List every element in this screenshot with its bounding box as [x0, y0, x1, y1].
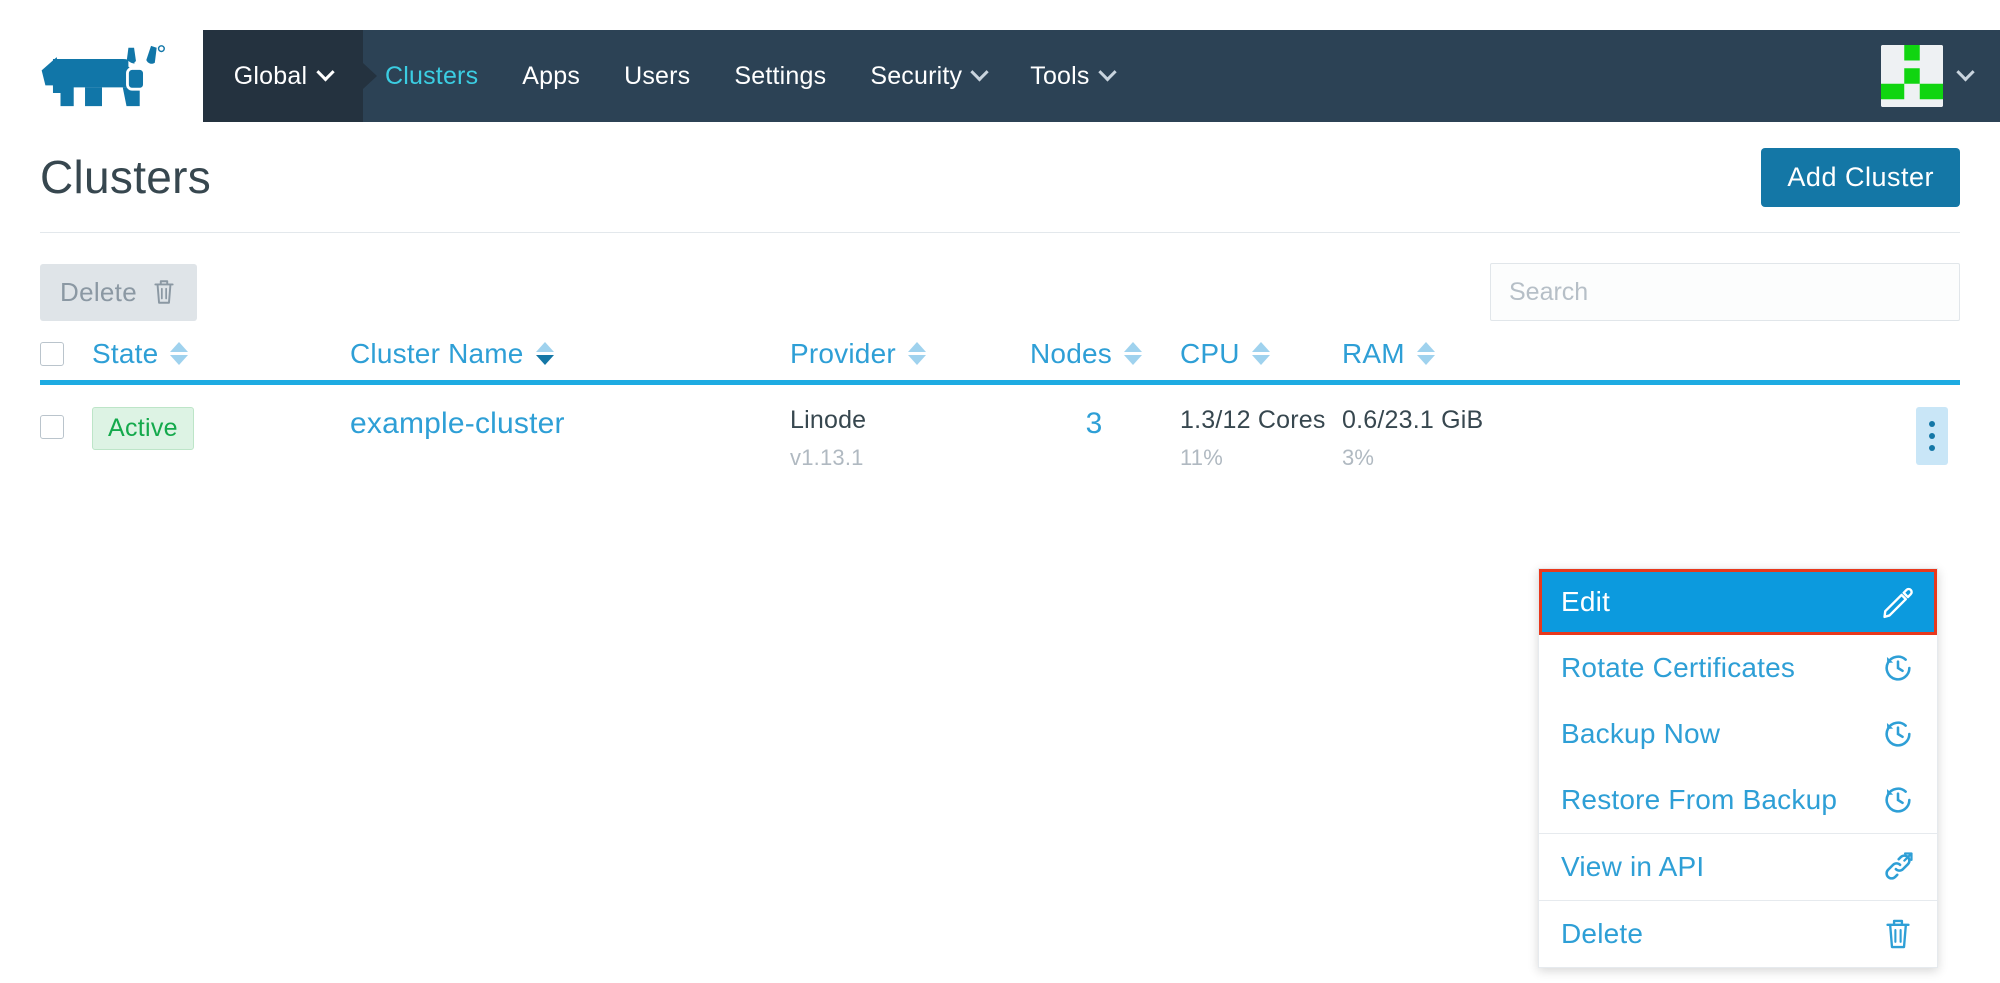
chevron-down-icon — [1097, 62, 1117, 81]
external-link-icon — [1885, 852, 1913, 880]
user-menu[interactable] — [1865, 30, 2000, 122]
menu-item-label: Delete — [1561, 918, 1644, 949]
trash-icon — [154, 280, 174, 304]
cpu-percent: 11% — [1180, 445, 1223, 471]
column-label: RAM — [1342, 337, 1405, 369]
menu-item-backup-now[interactable]: Backup Now — [1539, 701, 1937, 767]
menu-item-label: Edit — [1561, 586, 1611, 617]
menu-item-restore-from-backup[interactable]: Restore From Backup — [1539, 767, 1937, 833]
cell-cpu: 1.3/12 Cores 11% — [1180, 407, 1342, 471]
column-header-nodes[interactable]: Nodes — [1030, 338, 1180, 370]
select-all-checkbox[interactable] — [40, 341, 64, 366]
chevron-down-icon — [970, 62, 989, 81]
cell-cluster-name: example-cluster — [350, 407, 790, 441]
table-row: Active example-cluster Linode v1.13.1 3 … — [40, 385, 1960, 471]
page-content: Clusters Add Cluster Delete State Cluste — [0, 122, 2000, 471]
nav-item-label: Apps — [522, 61, 581, 90]
provider-name: Linode — [790, 406, 867, 434]
column-label: Nodes — [1030, 337, 1112, 369]
column-label: CPU — [1180, 337, 1240, 369]
page-title: Clusters — [40, 151, 212, 203]
menu-item-label: Restore From Backup — [1561, 784, 1838, 815]
global-context-label: Global — [233, 61, 308, 90]
trash-icon — [1886, 919, 1910, 949]
sort-toggle-icon[interactable] — [535, 342, 554, 365]
status-badge: Active — [92, 407, 194, 450]
nav-item-tools[interactable]: Tools — [1008, 30, 1135, 122]
row-actions-dropdown: Edit Rotate Certificates Backup Now Rest… — [1538, 568, 1938, 968]
row-select-cell — [40, 407, 92, 439]
clock-rotate-icon — [1885, 787, 1911, 813]
sort-toggle-icon[interactable] — [1251, 342, 1270, 365]
rancher-rhino-logo — [41, 45, 165, 107]
global-context-selector[interactable]: Global — [203, 30, 363, 122]
menu-item-label: Rotate Certificates — [1561, 652, 1796, 683]
avatar — [1881, 45, 1943, 107]
column-header-cluster-name[interactable]: Cluster Name — [350, 338, 790, 370]
brand-logo[interactable] — [0, 30, 203, 122]
select-all-cell — [40, 341, 92, 366]
cell-nodes: 3 — [1030, 407, 1180, 441]
menu-item-view-in-api[interactable]: View in API — [1539, 834, 1937, 900]
nav-item-label: Tools — [1030, 61, 1090, 90]
nav-notch-arrow — [363, 63, 377, 89]
nav-item-label: Settings — [734, 61, 827, 90]
chevron-down-icon — [1956, 62, 1975, 81]
column-label: Cluster Name — [350, 337, 524, 369]
page-header: Clusters Add Cluster — [0, 122, 2000, 232]
cell-state: Active — [92, 407, 350, 450]
cpu-value: 1.3/12 Cores — [1180, 406, 1326, 434]
table-header-row: State Cluster Name Provider Nodes CPU RA… — [40, 327, 1960, 385]
nav-item-apps[interactable]: Apps — [500, 30, 602, 122]
nav-item-clusters[interactable]: Clusters — [363, 30, 500, 122]
column-header-cpu[interactable]: CPU — [1180, 338, 1342, 370]
sort-toggle-icon[interactable] — [907, 342, 926, 365]
menu-item-rotate-certificates[interactable]: Rotate Certificates — [1539, 635, 1937, 701]
cluster-name-link[interactable]: example-cluster — [350, 407, 565, 440]
sort-toggle-icon[interactable] — [1416, 342, 1435, 365]
nav-item-label: Security — [870, 61, 963, 90]
sort-toggle-icon[interactable] — [1123, 342, 1142, 365]
column-label: Provider — [790, 337, 896, 369]
pencil-icon — [1883, 587, 1913, 619]
header-divider — [40, 232, 1960, 233]
column-header-provider[interactable]: Provider — [790, 338, 1030, 370]
delete-button-label: Delete — [60, 276, 137, 307]
nav-item-users[interactable]: Users — [602, 30, 712, 122]
provider-version: v1.13.1 — [790, 445, 864, 471]
ram-value: 0.6/23.1 GiB — [1342, 406, 1484, 434]
nav-items-bar: Clusters Apps Users Settings Security To… — [363, 30, 2000, 122]
nav-item-label: Clusters — [385, 61, 479, 90]
nav-item-settings[interactable]: Settings — [712, 30, 848, 122]
nav-item-label: Users — [624, 61, 691, 90]
column-label: State — [92, 337, 159, 369]
column-header-ram[interactable]: RAM — [1342, 338, 1592, 370]
cell-provider: Linode v1.13.1 — [790, 407, 1030, 471]
ram-percent: 3% — [1342, 445, 1375, 471]
menu-item-label: Backup Now — [1561, 718, 1721, 749]
delete-button[interactable]: Delete — [40, 263, 197, 321]
chevron-down-icon — [316, 62, 335, 81]
add-cluster-button[interactable]: Add Cluster — [1761, 147, 1960, 207]
nodes-count: 3 — [1085, 407, 1103, 440]
kebab-menu-icon[interactable] — [1916, 407, 1948, 465]
cell-ram: 0.6/23.1 GiB 3% — [1342, 407, 1592, 471]
menu-separator — [1539, 900, 1937, 901]
top-navigation-bar: Global Clusters Apps Users Settings Secu… — [0, 30, 2000, 122]
clock-rotate-icon — [1885, 655, 1911, 681]
clock-rotate-icon — [1885, 721, 1911, 747]
menu-item-edit[interactable]: Edit — [1539, 569, 1937, 635]
column-header-state[interactable]: State — [92, 338, 350, 370]
nav-item-security[interactable]: Security — [848, 30, 1008, 122]
menu-separator — [1539, 833, 1937, 834]
clusters-table: State Cluster Name Provider Nodes CPU RA… — [40, 327, 1960, 471]
menu-item-label: View in API — [1561, 851, 1705, 882]
cell-actions — [1592, 407, 1960, 465]
search-input[interactable] — [1490, 263, 1960, 321]
menu-item-delete[interactable]: Delete — [1539, 901, 1937, 967]
row-checkbox[interactable] — [40, 415, 64, 439]
sort-toggle-icon[interactable] — [170, 342, 189, 365]
table-toolbar: Delete — [0, 233, 2000, 327]
